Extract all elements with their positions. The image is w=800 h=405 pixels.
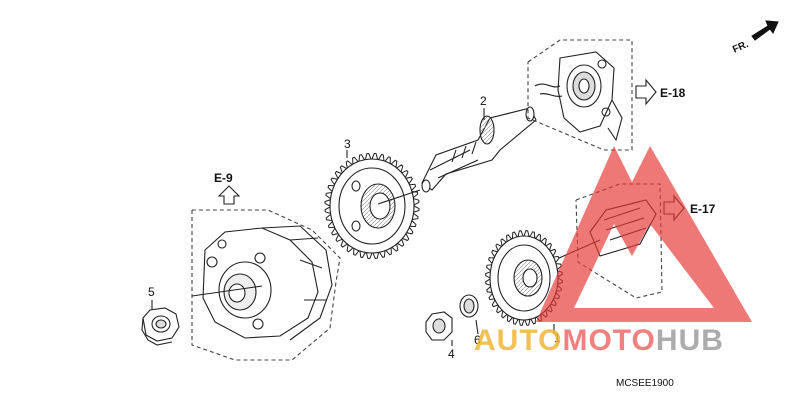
part-label-1: 1 (554, 331, 561, 345)
watermark-triangle-icon (536, 146, 752, 322)
watermark-auto: AUTOMOTOHUB (474, 324, 724, 357)
ref-e18-label: E-18 (660, 86, 686, 100)
arrow-up-icon (217, 185, 241, 205)
bearing-holder (527, 39, 633, 151)
arrow-right-icon (635, 78, 657, 106)
part-label-4: 4 (448, 347, 455, 361)
part-6-washer (459, 294, 479, 335)
part-label-3: 3 (344, 137, 351, 151)
ref-e9-label: E-9 (214, 171, 233, 185)
part-label-5: 5 (148, 285, 155, 299)
front-arrow-icon (751, 20, 779, 41)
front-marker: FR. (731, 39, 750, 56)
ref-e17-label: E-17 (690, 202, 716, 216)
watermark-auto-part: AUTO (474, 324, 562, 357)
part-label-2: 2 (480, 94, 487, 108)
part-5-nut (141, 300, 180, 346)
watermark-hub-part: HUB (656, 324, 724, 357)
watermark-logo: AUTOMOTOHUB (474, 146, 752, 357)
part-3-gear (324, 150, 420, 260)
part-label-6: 6 (474, 333, 481, 347)
drawing-code: MCSEE1900 (616, 378, 674, 389)
watermark-moto-part: MOTO (562, 324, 655, 357)
engine-case (191, 209, 341, 361)
part-4-nut (425, 311, 453, 346)
part-2-shaft (377, 106, 537, 205)
